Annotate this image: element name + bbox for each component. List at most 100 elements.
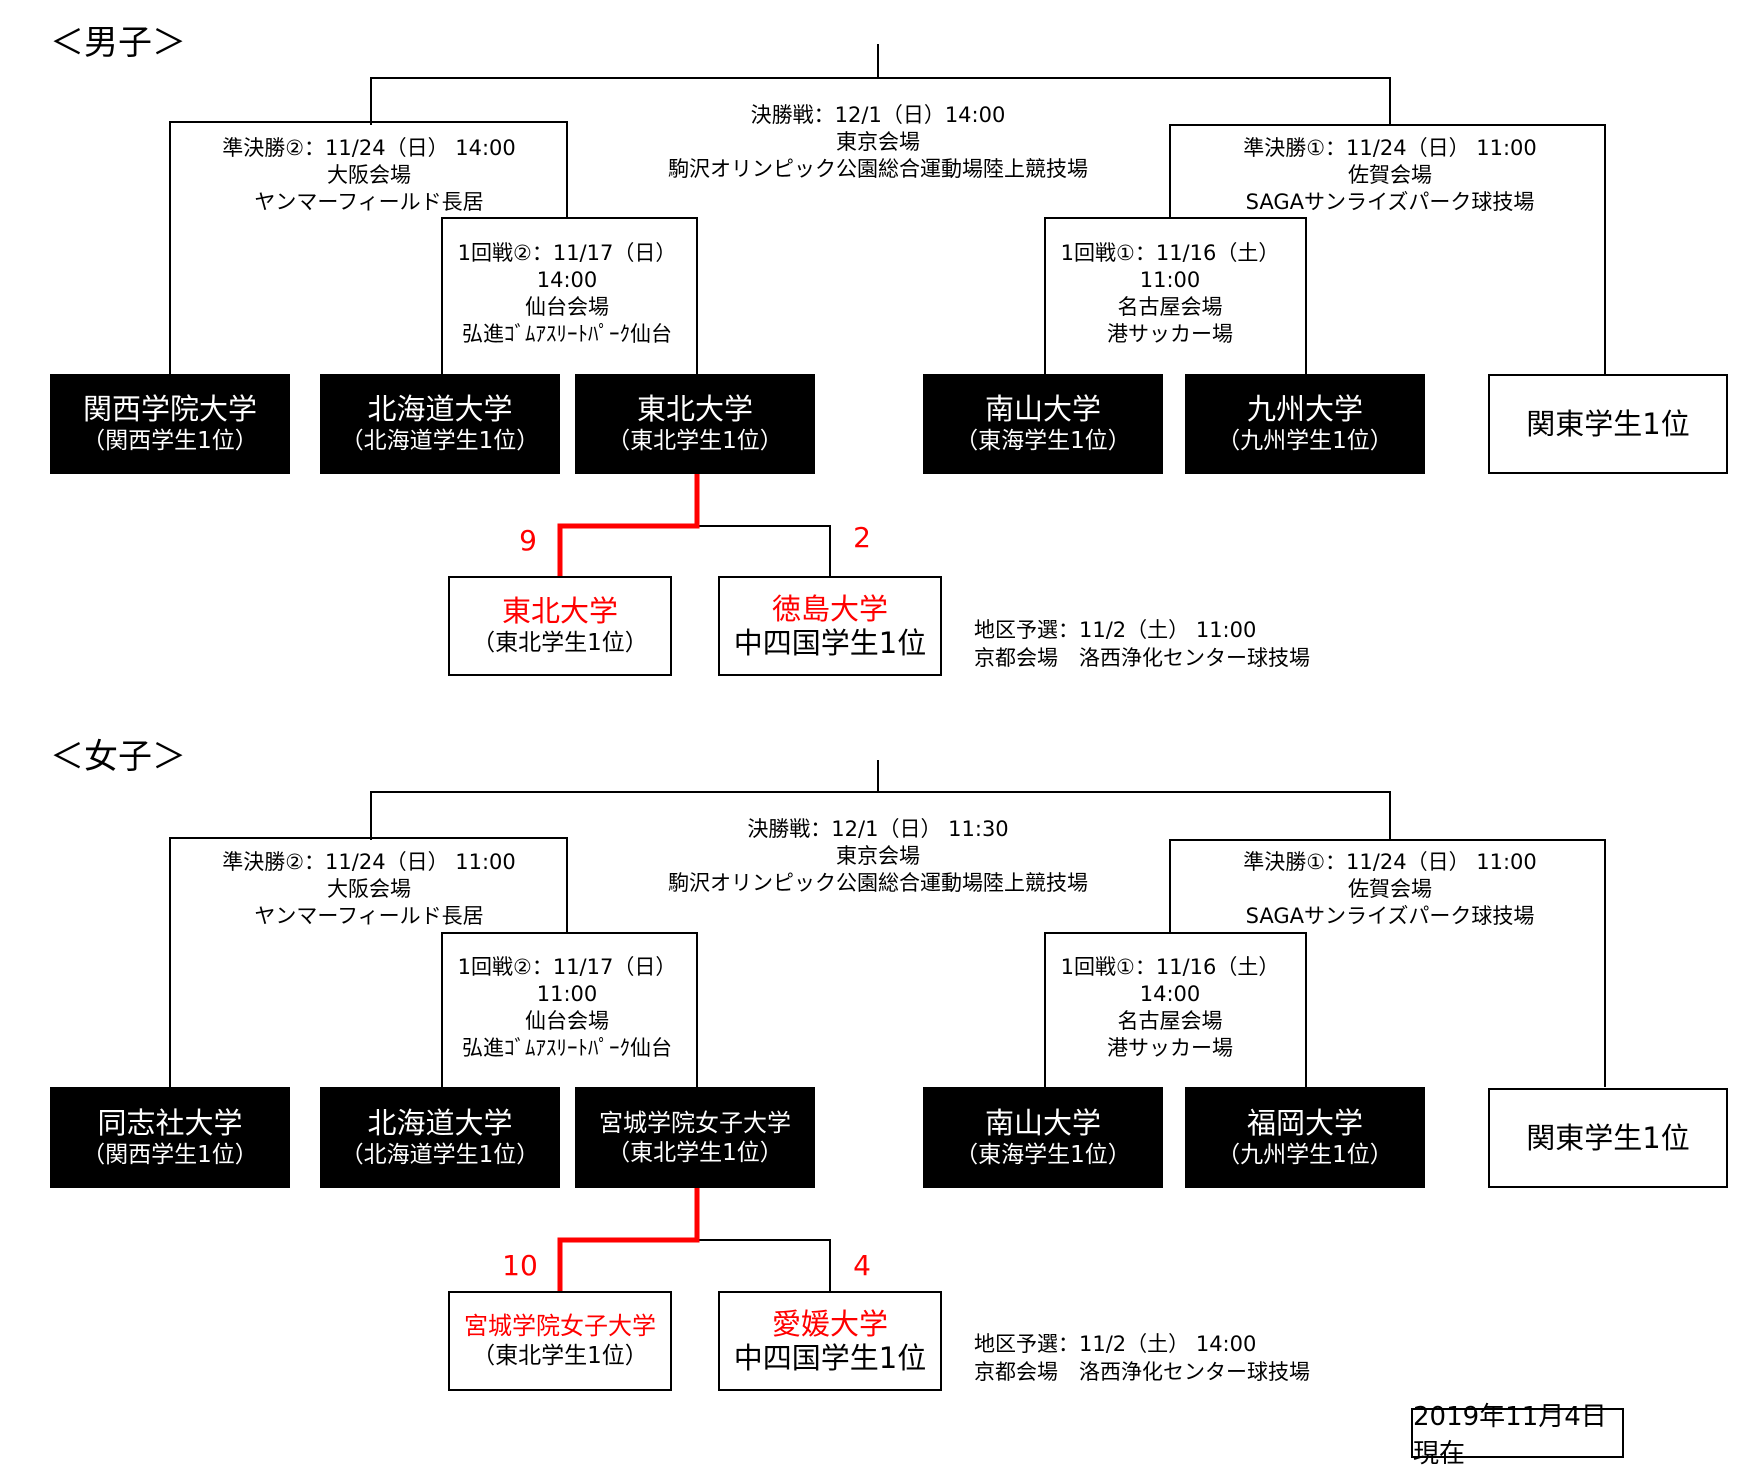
women-qualifier-loser-score: 4 xyxy=(853,1249,871,1282)
men-qualifier-loser-box: 徳島大学 中四国学生1位 xyxy=(718,576,942,676)
women-section-title: ＜女子＞ xyxy=(50,737,186,777)
team-league: （東北学生1位） xyxy=(472,630,648,656)
team-name: 東北大学 xyxy=(501,594,618,628)
team-league: （関西学生1位） xyxy=(82,428,258,454)
women-r1-2-info: 1回戦②：11/17（日） 11:00 仙台会場 弘進ｺﾞﾑｱｽﾘｰﾄﾊﾟｰｸ仙… xyxy=(458,954,677,1062)
women-final-venue: 東京会場 xyxy=(836,844,920,868)
team-name: 福岡大学 xyxy=(1246,1105,1363,1140)
team-league: （北海道学生1位） xyxy=(340,428,540,454)
women-sf1-venue: 佐賀会場 xyxy=(1347,877,1432,901)
women-qualifier-info: 地区予選：11/2（土） 14:00 京都会場 洛西浄化センター球技場 xyxy=(974,1330,1310,1386)
as-of-date: 2019年11月4日現在 xyxy=(1411,1402,1624,1469)
men-r1-2-time: 14:00 xyxy=(536,268,598,292)
men-qualifier-info: 地区予選：11/2（土） 11:00 京都会場 洛西浄化センター球技場 xyxy=(974,616,1310,672)
women-r1-2-time: 11:00 xyxy=(536,982,598,1006)
team-league: 中四国学生1位 xyxy=(733,1341,927,1375)
men-r1-1-date: 1回戦①：11/16（土） xyxy=(1060,241,1280,265)
women-qualifier-winner-line xyxy=(557,1188,700,1291)
women-team-box: 北海道大学 （北海道学生1位） xyxy=(320,1087,560,1188)
men-qualifier-loser-score: 2 xyxy=(853,521,871,554)
men-qualifier-venue: 京都会場 洛西浄化センター球技場 xyxy=(974,646,1310,670)
team-name: 北海道大学 xyxy=(367,392,513,426)
team-league: （九州学生1位） xyxy=(1217,428,1393,454)
team-league: （関西学生1位） xyxy=(82,1141,258,1168)
men-qualifier-winner-score: 9 xyxy=(519,524,537,557)
team-league: （東海学生1位） xyxy=(955,1141,1131,1168)
men-sf2-date: 準決勝②：11/24（日） 14:00 xyxy=(222,136,516,160)
men-r1-2-stadium: 弘進ｺﾞﾑｱｽﾘｰﾄﾊﾟｰｸ仙台 xyxy=(462,322,672,346)
men-sf1-bracket xyxy=(1169,124,1606,374)
team-name: 同志社大学 xyxy=(97,1105,243,1140)
women-final-bracket xyxy=(370,791,1391,840)
men-final-bracket xyxy=(370,77,1391,125)
team-league: （北海道学生1位） xyxy=(340,1141,540,1168)
men-final-stadium: 駒沢オリンピック公園総合運動場陸上競技場 xyxy=(668,157,1088,181)
women-r1-2-venue: 仙台会場 xyxy=(525,1009,609,1033)
women-team-box: 福岡大学 （九州学生1位） xyxy=(1185,1087,1425,1188)
men-final-venue: 東京会場 xyxy=(836,130,920,154)
women-r1-1-bracket xyxy=(1044,932,1307,1087)
women-qualifier-venue: 京都会場 洛西浄化センター球技場 xyxy=(974,1360,1310,1384)
team-name: 南山大学 xyxy=(984,1105,1101,1140)
men-sf1-date: 準決勝①：11/24（日） 11:00 xyxy=(1243,136,1537,160)
women-final-stadium: 駒沢オリンピック公園総合運動場陸上競技場 xyxy=(668,871,1088,895)
women-qualifier-winner-score: 10 xyxy=(502,1249,538,1282)
women-r1-1-info: 1回戦①：11/16（土） 14:00 名古屋会場 港サッカー場 xyxy=(1061,954,1280,1062)
men-sf1-venue: 佐賀会場 xyxy=(1347,163,1432,187)
men-r1-2-bracket xyxy=(441,217,698,374)
men-final-date: 決勝戦：12/1（日）14:00 xyxy=(750,103,1006,127)
men-r1-1-venue: 名古屋会場 xyxy=(1117,295,1223,319)
women-r1-2-stadium: 弘進ｺﾞﾑｱｽﾘｰﾄﾊﾟｰｸ仙台 xyxy=(462,1036,672,1060)
team-name: 南山大学 xyxy=(984,392,1101,426)
women-team-box: 南山大学 （東海学生1位） xyxy=(923,1087,1163,1188)
men-team-box: 関東学生1位 xyxy=(1488,374,1728,474)
women-r1-1-venue: 名古屋会場 xyxy=(1117,1009,1223,1033)
men-sf1-stadium: SAGAサンライズパーク球技場 xyxy=(1245,190,1535,214)
men-team-box: 関西学院大学 （関西学生1位） xyxy=(50,374,290,474)
women-r1-2-bracket xyxy=(441,932,698,1087)
women-sf1-stadium: SAGAサンライズパーク球技場 xyxy=(1245,904,1535,928)
men-sf2-venue: 大阪会場 xyxy=(326,163,411,187)
men-qualifier-date: 地区予選：11/2（土） 11:00 xyxy=(974,618,1257,642)
men-sf2-info: 準決勝②：11/24（日） 14:00 大阪会場 ヤンマーフィールド長居 xyxy=(222,135,516,216)
women-sf2-bracket xyxy=(169,837,568,1087)
women-r1-1-date: 1回戦①：11/16（土） xyxy=(1060,955,1280,979)
men-r1-1-stadium: 港サッカー場 xyxy=(1107,322,1233,346)
team-name: 関東学生1位 xyxy=(1526,407,1690,441)
team-league: 中四国学生1位 xyxy=(733,626,927,660)
team-name: 北海道大学 xyxy=(367,1105,513,1140)
men-r1-2-date: 1回戦②：11/17（日） xyxy=(457,241,677,265)
men-team-box: 東北大学 （東北学生1位） xyxy=(575,374,815,474)
women-sf2-info: 準決勝②：11/24（日） 11:00 大阪会場 ヤンマーフィールド長居 xyxy=(222,849,516,930)
team-league: （東北学生1位） xyxy=(607,428,783,454)
team-league: （東海学生1位） xyxy=(955,428,1131,454)
women-team-box: 関東学生1位 xyxy=(1488,1088,1728,1188)
team-league: （九州学生1位） xyxy=(1217,1141,1393,1168)
men-team-box: 南山大学 （東海学生1位） xyxy=(923,374,1163,474)
men-qualifier-winner-box: 東北大学 （東北学生1位） xyxy=(448,576,672,676)
men-team-box: 九州大学 （九州学生1位） xyxy=(1185,374,1425,474)
men-sf1-info: 準決勝①：11/24（日） 11:00 佐賀会場 SAGAサンライズパーク球技場 xyxy=(1243,135,1537,216)
men-qualifier-winner-line xyxy=(557,474,700,576)
women-final-info: 決勝戦：12/1（日） 11:30 東京会場 駒沢オリンピック公園総合運動場陸上… xyxy=(668,816,1088,897)
men-r1-1-time: 11:00 xyxy=(1139,268,1201,292)
women-qualifier-date: 地区予選：11/2（土） 14:00 xyxy=(974,1332,1257,1356)
team-name: 徳島大学 xyxy=(771,592,888,626)
women-sf1-date: 準決勝①：11/24（日） 11:00 xyxy=(1243,850,1537,874)
women-final-date: 決勝戦：12/1（日） 11:30 xyxy=(747,817,1009,841)
men-team-box: 北海道大学 （北海道学生1位） xyxy=(320,374,560,474)
men-r1-1-bracket xyxy=(1044,217,1307,374)
men-r1-1-info: 1回戦①：11/16（土） 11:00 名古屋会場 港サッカー場 xyxy=(1061,240,1280,348)
men-qualifier-loser-line xyxy=(697,525,831,576)
men-sf2-stadium: ヤンマーフィールド長居 xyxy=(254,190,484,214)
women-sf1-info: 準決勝①：11/24（日） 11:00 佐賀会場 SAGAサンライズパーク球技場 xyxy=(1243,849,1537,930)
men-sf2-bracket xyxy=(169,121,568,374)
women-r1-1-stadium: 港サッカー場 xyxy=(1107,1036,1233,1060)
team-name: 関西学院大学 xyxy=(82,392,257,426)
women-team-box: 宮城学院女子大学 （東北学生1位） xyxy=(575,1087,815,1188)
men-r1-2-info: 1回戦②：11/17（日） 14:00 仙台会場 弘進ｺﾞﾑｱｽﾘｰﾄﾊﾟｰｸ仙… xyxy=(458,240,677,348)
men-section-title: ＜男子＞ xyxy=(50,23,186,63)
team-name: 宮城学院女子大学 xyxy=(464,1312,656,1340)
women-sf1-bracket xyxy=(1169,839,1606,1087)
